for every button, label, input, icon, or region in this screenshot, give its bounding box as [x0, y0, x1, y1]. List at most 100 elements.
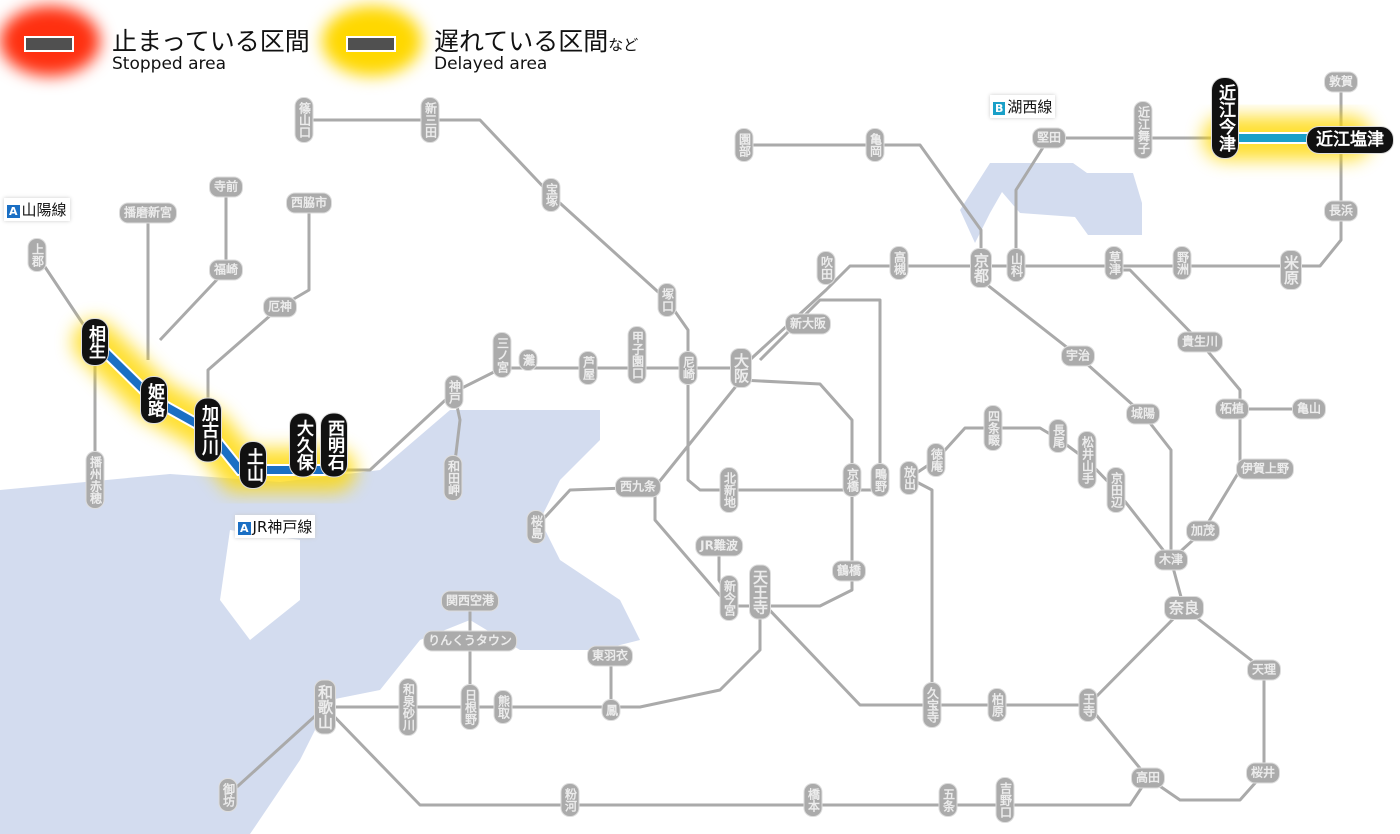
station[interactable]: 熊取 — [494, 691, 512, 723]
station[interactable]: 柘植 — [1215, 399, 1249, 419]
station[interactable]: 鶴橋 — [832, 561, 866, 581]
station[interactable]: 城陽 — [1126, 404, 1160, 424]
station[interactable]: 塚口 — [658, 284, 676, 316]
station[interactable]: 三ノ宮 — [493, 333, 511, 377]
station[interactable]: 柏原 — [988, 689, 1006, 721]
station[interactable]: 王寺 — [1079, 689, 1097, 721]
station[interactable]: 伊賀上野 — [1236, 459, 1294, 479]
station[interactable]: 播州赤穂 — [86, 452, 104, 508]
station[interactable]: 草津 — [1105, 247, 1123, 279]
station[interactable]: 鳳 — [602, 700, 620, 720]
station-delayed[interactable]: 相生 — [82, 319, 108, 365]
rail-lines — [35, 82, 1343, 807]
station[interactable]: 長尾 — [1049, 420, 1067, 452]
station[interactable]: 桜井 — [1246, 763, 1280, 783]
station[interactable]: 御坊 — [219, 779, 237, 811]
station[interactable]: 新今宮 — [720, 576, 738, 620]
station[interactable]: 和歌山 — [315, 680, 335, 734]
station[interactable]: 宝塚 — [542, 179, 560, 211]
legend-delayed-en: Delayed area — [434, 54, 548, 74]
station[interactable]: 京都 — [971, 249, 991, 287]
station[interactable]: 高田 — [1131, 768, 1165, 788]
station[interactable]: 園部 — [735, 129, 753, 161]
station[interactable]: 貴生川 — [1177, 332, 1223, 352]
station[interactable]: 奈良 — [1164, 597, 1204, 619]
station[interactable]: 日根野 — [461, 685, 479, 729]
station[interactable]: 堅田 — [1032, 128, 1066, 148]
station[interactable]: 近江舞子 — [1134, 102, 1152, 158]
station[interactable]: 厄神 — [263, 297, 297, 317]
station[interactable]: 西九条 — [615, 477, 661, 497]
station-delayed[interactable]: 大久保 — [290, 413, 316, 477]
station[interactable]: 篠山口 — [295, 98, 313, 142]
station[interactable]: 天理 — [1247, 660, 1281, 680]
station[interactable]: 播磨新宮 — [119, 203, 177, 223]
station[interactable]: 芦屋 — [579, 352, 597, 384]
station[interactable]: 松井山手 — [1078, 432, 1096, 488]
station-delayed[interactable]: 土山 — [240, 442, 266, 488]
station[interactable]: 神戸 — [445, 376, 463, 408]
station[interactable]: 亀岡 — [866, 129, 884, 161]
station-delayed[interactable]: 近江今津 — [1212, 78, 1238, 158]
delayed-swatch — [346, 36, 396, 52]
station[interactable]: 西脇市 — [286, 193, 332, 213]
station[interactable]: りんくうタウン — [424, 631, 516, 651]
station[interactable]: 関西空港 — [441, 591, 499, 611]
station[interactable]: 山科 — [1007, 249, 1025, 281]
station[interactable]: 四条畷 — [984, 406, 1002, 450]
station[interactable]: 亀山 — [1292, 399, 1326, 419]
station[interactable]: 吉野口 — [996, 778, 1014, 822]
station-delayed[interactable]: 加古川 — [195, 398, 221, 462]
station[interactable]: 京橋 — [843, 464, 861, 496]
station[interactable]: 橋本 — [804, 784, 822, 816]
station[interactable]: 灘 — [519, 350, 537, 370]
station[interactable]: 和田岬 — [444, 456, 462, 500]
station-delayed[interactable]: 姫路 — [141, 377, 167, 423]
stopped-swatch — [24, 36, 74, 52]
legend-delayed-suffix: など — [608, 36, 639, 54]
station[interactable]: 吹田 — [817, 252, 835, 284]
line-badge: A — [7, 205, 20, 218]
station[interactable]: 敦賀 — [1324, 72, 1358, 92]
station[interactable]: 野洲 — [1173, 247, 1191, 279]
station[interactable]: 木津 — [1154, 550, 1188, 570]
station[interactable]: 福崎 — [209, 260, 243, 280]
station[interactable]: 放出 — [900, 462, 918, 494]
station[interactable]: 徳庵 — [927, 444, 945, 476]
station[interactable]: JR難波 — [696, 536, 742, 556]
station[interactable]: 加茂 — [1186, 521, 1220, 541]
station[interactable]: 甲子園口 — [628, 327, 646, 383]
station[interactable]: 宇治 — [1061, 346, 1095, 366]
station[interactable]: 鴫野 — [871, 464, 889, 496]
station-delayed[interactable]: 西明石 — [321, 413, 347, 477]
legend-delayed-jp: 遅れている区間など — [434, 22, 638, 58]
station[interactable]: 米原 — [1281, 251, 1301, 289]
line-badge: A — [238, 522, 251, 535]
station[interactable]: 粉河 — [561, 784, 579, 816]
station[interactable]: 上郡 — [28, 239, 46, 271]
station[interactable]: 久宝寺 — [923, 683, 941, 727]
line-badge: B — [993, 102, 1006, 115]
station[interactable]: 新大阪 — [785, 314, 831, 334]
station[interactable]: 北新地 — [720, 468, 738, 512]
station-delayed[interactable]: 近江塩津 — [1307, 127, 1393, 153]
station[interactable]: 尼崎 — [679, 352, 697, 384]
station[interactable]: 東羽衣 — [587, 646, 633, 666]
legend-delayed-jp-text: 遅れている区間 — [434, 27, 609, 56]
station[interactable]: 高槻 — [890, 247, 908, 279]
line-name: 湖西線 — [1007, 98, 1053, 116]
station[interactable]: 和泉砂川 — [399, 679, 417, 735]
station[interactable]: 新三田 — [421, 98, 439, 142]
legend-stopped-jp: 止まっている区間 — [112, 27, 310, 56]
station[interactable]: 寺前 — [209, 177, 243, 197]
station[interactable]: 大阪 — [731, 349, 751, 387]
station[interactable]: 桜島 — [527, 511, 545, 543]
station[interactable]: 天王寺 — [750, 565, 770, 619]
station[interactable]: 京田辺 — [1107, 468, 1125, 512]
station[interactable]: 長浜 — [1324, 201, 1358, 221]
station[interactable]: 五条 — [939, 784, 957, 816]
